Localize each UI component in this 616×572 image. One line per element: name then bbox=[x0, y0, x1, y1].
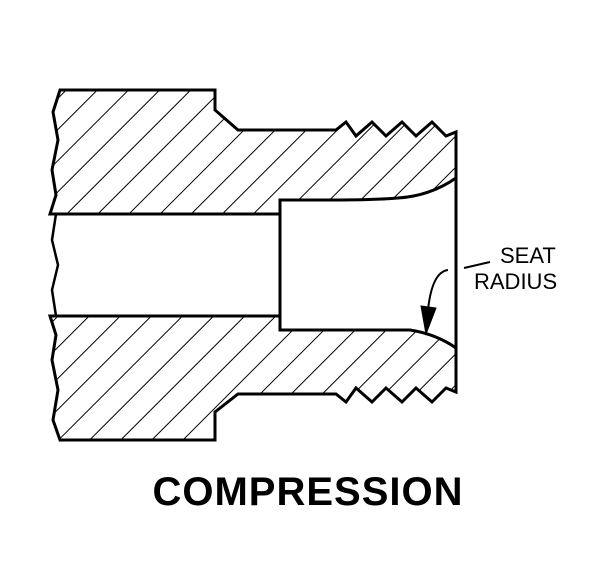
seat-radius-leader-curve bbox=[427, 269, 449, 311]
seat-radius-label: SEAT RADIUS bbox=[474, 243, 557, 295]
diagram-caption: COMPRESSION bbox=[152, 470, 464, 514]
seat-label-line1: SEAT bbox=[500, 243, 556, 268]
lower-wall-section bbox=[47, 314, 458, 442]
small-bore-left-edge bbox=[50, 213, 60, 317]
seat-label-line2: RADIUS bbox=[474, 269, 558, 294]
upper-wall-section bbox=[47, 88, 458, 216]
seat-radius-leader bbox=[463, 261, 491, 269]
seat-radius-arrowhead bbox=[420, 305, 437, 336]
